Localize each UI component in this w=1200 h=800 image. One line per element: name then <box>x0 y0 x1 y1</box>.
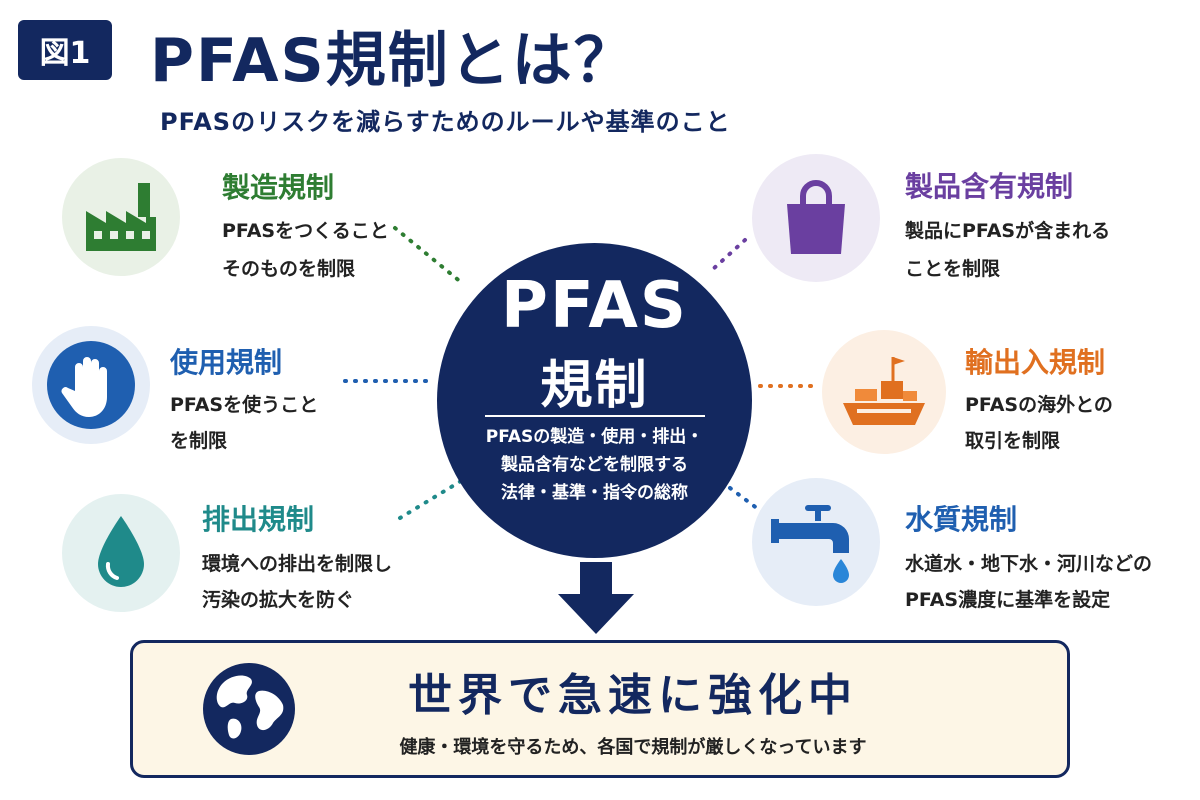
water-drop-icon <box>98 516 144 587</box>
manufacturing-title: 製造規制 <box>222 171 335 204</box>
faucet-icon <box>771 505 849 583</box>
banner-subtitle: 健康・環境を守るため、各国で規制が厳しくなっています <box>399 737 867 758</box>
water-icon-circle <box>752 478 880 606</box>
product-title: 製品含有規制 <box>905 170 1074 203</box>
product-desc-2: ことを制限 <box>905 258 1001 280</box>
water-title: 水質規制 <box>905 503 1018 536</box>
water-desc-2: PFAS濃度に基準を設定 <box>905 589 1111 611</box>
water-desc-1: 水道水・地下水・河川などの <box>905 553 1153 575</box>
center-divider <box>485 415 705 417</box>
trade-desc-2: 取引を制限 <box>965 430 1061 452</box>
connector-emission <box>398 476 468 520</box>
factory-icon <box>86 183 156 251</box>
banner-title: 世界で急速に強化中 <box>408 670 858 721</box>
use-desc-2: を制限 <box>170 430 228 452</box>
product-icon-circle <box>752 154 880 282</box>
center-description: PFASの製造・使用・排出・ 製品含有などを制限する 法律・基準・指令の総称 <box>437 423 752 507</box>
shopping-bag-icon <box>787 180 845 254</box>
cargo-ship-icon <box>843 357 925 425</box>
trade-title: 輸出入規制 <box>965 346 1106 379</box>
product-desc-1: 製品にPFASが含まれる <box>905 220 1111 242</box>
globe-icon <box>203 663 295 755</box>
connector-manufacturing <box>393 226 464 285</box>
center-desc-line: 法律・基準・指令の総称 <box>501 483 688 503</box>
hand-stop-icon <box>47 341 135 429</box>
emission-desc-2: 汚染の拡大を防ぐ <box>202 589 355 611</box>
emission-title: 排出規制 <box>202 503 315 536</box>
center-desc-line: 製品含有などを制限する <box>501 455 688 475</box>
center-title-line1: PFAS <box>501 269 688 343</box>
manufacturing-desc-2: そのものを制限 <box>222 258 356 280</box>
center-circle: PFAS 規制 PFASの製造・使用・排出・ 製品含有などを制限する 法律・基準… <box>437 243 752 558</box>
emission-desc-1: 環境への排出を制限し <box>202 553 393 575</box>
down-arrow-icon <box>558 562 634 634</box>
emission-icon-circle <box>62 494 180 612</box>
manufacturing-icon-circle <box>62 158 180 276</box>
use-title: 使用規制 <box>170 346 283 379</box>
manufacturing-desc-1: PFASをつくること <box>222 220 389 242</box>
figure-badge: 図1 <box>18 20 112 80</box>
page-subtitle: PFASのリスクを減らすためのルールや基準のこと <box>160 108 731 136</box>
bottom-banner: 世界で急速に強化中 健康・環境を守るため、各国で規制が厳しくなっています <box>130 640 1070 778</box>
page-title: PFAS規制とは？ <box>150 26 636 96</box>
trade-icon-circle <box>822 330 946 454</box>
connector-product <box>710 238 747 272</box>
use-desc-1: PFASを使うこと <box>170 394 319 416</box>
connector-water <box>720 480 768 517</box>
center-desc-line: PFASの製造・使用・排出・ <box>485 427 704 447</box>
use-icon-circle <box>32 326 150 444</box>
trade-desc-1: PFASの海外との <box>965 394 1113 416</box>
center-title-line2: 規制 <box>540 356 649 416</box>
